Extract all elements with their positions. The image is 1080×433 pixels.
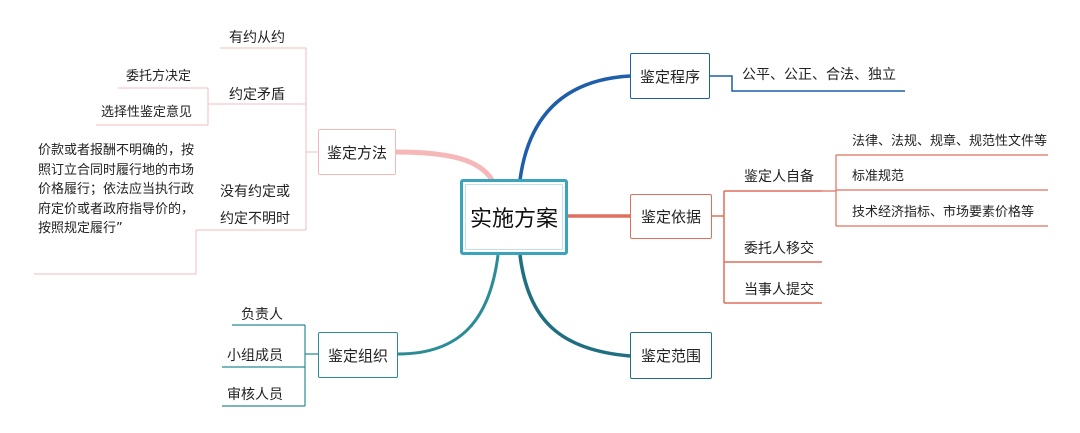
basis-self-child-1[interactable]: 标准规范: [852, 169, 905, 184]
link-unclear-bracket: [34, 230, 197, 275]
node-basis[interactable]: 鉴定依据: [630, 194, 712, 239]
link-center-scope: [518, 254, 631, 358]
node-scope[interactable]: 鉴定范围: [630, 332, 712, 379]
node-method[interactable]: 鉴定方法: [318, 129, 396, 175]
org-child-1[interactable]: 小组成员: [227, 348, 283, 364]
basis-self-child-2[interactable]: 技术经济指标、市场要素价格等: [852, 205, 1035, 220]
link-conflict-bracket: [96, 87, 209, 126]
method-agreed[interactable]: 有约从约: [229, 30, 285, 46]
node-procedure[interactable]: 鉴定程序: [630, 53, 710, 99]
center-label: 实施方案: [469, 207, 558, 232]
link-procedure-child: [710, 75, 905, 92]
org-label: 鉴定组织: [327, 346, 388, 365]
link-center-org: [397, 254, 500, 356]
basis-self-child-0[interactable]: 法律、法规、规章、规范性文件等: [852, 134, 1048, 149]
link-basis-bracket: [712, 190, 822, 304]
method-unclear-note[interactable]: 价款或者报酬不明确的，按照订立合同时履行地的市场价格履行；依法应当执行政府定价或…: [38, 143, 195, 236]
method-unclear[interactable]: 没有约定或 约定不明时: [210, 182, 300, 230]
link-org-bracket: [222, 324, 318, 407]
method-unclear-line2: 约定不明时: [220, 211, 290, 227]
method-conflict-child-1[interactable]: 选择性鉴定意见: [101, 105, 193, 120]
method-conflict-child-0[interactable]: 委托方决定: [126, 69, 192, 84]
link-center-procedure: [518, 74, 631, 181]
method-label: 鉴定方法: [326, 143, 387, 162]
node-org[interactable]: 鉴定组织: [318, 332, 398, 378]
link-method-bracket: [196, 47, 318, 231]
basis-child-1[interactable]: 当事人提交: [744, 282, 814, 298]
scope-label: 鉴定范围: [640, 347, 701, 365]
org-child-0[interactable]: 负责人: [241, 307, 283, 323]
link-selfprep-bracket: [822, 154, 1048, 227]
basis-child-0[interactable]: 委托人移交: [744, 241, 814, 257]
method-conflict[interactable]: 约定矛盾: [229, 87, 285, 103]
method-unclear-line1: 没有约定或: [220, 184, 290, 200]
basis-label: 鉴定依据: [640, 208, 701, 226]
link-center-method: [395, 149, 495, 182]
org-child-2[interactable]: 审核人员: [227, 387, 283, 403]
center-node[interactable]: 实施方案: [460, 179, 568, 255]
procedure-child-0[interactable]: 公平、公正、合法、独立: [742, 67, 896, 83]
basis-self-prepared[interactable]: 鉴定人自备: [744, 169, 814, 185]
procedure-label: 鉴定程序: [639, 67, 700, 86]
